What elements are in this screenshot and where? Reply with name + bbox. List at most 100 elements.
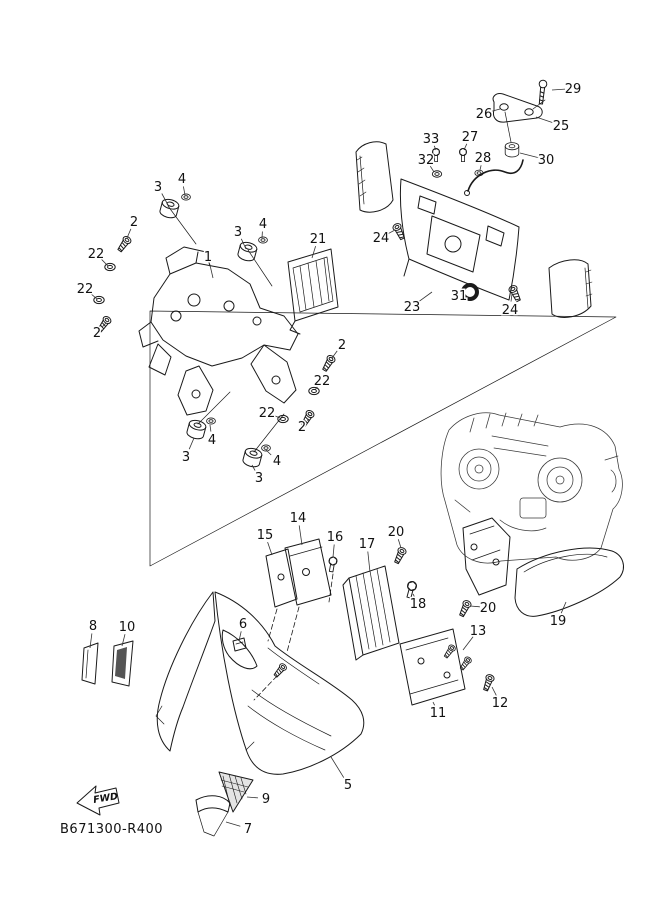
- callout-3: 3: [255, 471, 263, 486]
- leader-line: [90, 293, 98, 300]
- callout-24: 24: [502, 303, 519, 318]
- callout-7: 7: [244, 822, 252, 837]
- callout-22: 22: [77, 282, 94, 297]
- alignment-dashes: [267, 573, 334, 653]
- callout-18: 18: [410, 597, 427, 612]
- winglet-panel-part19: [514, 547, 624, 617]
- callout-25: 25: [553, 119, 570, 134]
- leader-line: [89, 633, 93, 649]
- leader-line: [418, 291, 433, 303]
- leader-line: [102, 322, 107, 327]
- assembly-axis-lines: [167, 205, 285, 453]
- diagram-code: B671300-R400: [60, 822, 164, 837]
- screw-part20: [392, 545, 408, 566]
- callout-20: 20: [388, 525, 405, 540]
- leader-line: [433, 145, 437, 151]
- leader-line: [432, 701, 435, 706]
- callout-6: 6: [239, 617, 247, 632]
- screw-part2: [115, 234, 133, 254]
- callout-28: 28: [475, 151, 492, 166]
- callout-19: 19: [550, 614, 567, 629]
- leader-line: [429, 165, 435, 173]
- leader-line: [491, 108, 501, 112]
- callout-17: 17: [359, 537, 376, 552]
- leader-line: [251, 464, 256, 471]
- bolt-part16: [326, 555, 339, 573]
- washer-part4: [181, 193, 191, 201]
- screw-part2: [320, 353, 337, 373]
- clip-dash-line: [253, 675, 278, 701]
- callout-20: 20: [480, 601, 497, 616]
- callout-5: 5: [344, 778, 352, 793]
- callout-3: 3: [234, 225, 242, 240]
- callout-32: 32: [418, 153, 435, 168]
- leader-line: [367, 551, 371, 573]
- callout-22: 22: [314, 374, 331, 389]
- leader-line: [314, 386, 318, 391]
- leader-line: [265, 449, 272, 456]
- clip-part6: [232, 637, 247, 652]
- leader-line: [463, 143, 468, 151]
- callout-29: 29: [565, 82, 582, 97]
- frame-outline: [149, 310, 617, 567]
- leader-line: [412, 593, 415, 597]
- front-cowl: [155, 591, 365, 775]
- breather-hose: [464, 159, 524, 196]
- callout-8: 8: [89, 619, 97, 634]
- damper-part30: [504, 142, 520, 158]
- leader-line: [462, 636, 474, 651]
- screw-cowl: [272, 661, 289, 679]
- leader-line: [311, 245, 316, 259]
- leader-line: [240, 238, 247, 250]
- leader-line: [161, 193, 169, 206]
- leader-line: [307, 418, 310, 421]
- leader-line: [387, 229, 396, 235]
- reflector-part8: [81, 642, 99, 685]
- bracket-part10: [111, 640, 134, 687]
- leader-line: [535, 116, 554, 124]
- callout-15: 15: [257, 528, 274, 543]
- leader-line: [469, 605, 481, 608]
- callout-16: 16: [327, 530, 344, 545]
- washer-part22: [277, 414, 289, 424]
- callout-12: 12: [492, 696, 509, 711]
- leader-line: [246, 796, 259, 799]
- fwd-label: FWD: [92, 791, 118, 806]
- bushing-part3: [158, 197, 181, 220]
- leader-line: [330, 756, 345, 778]
- callout-31: 31: [451, 289, 468, 304]
- callout-26: 26: [476, 107, 493, 122]
- screw-part24: [391, 221, 407, 242]
- callout-14: 14: [290, 511, 307, 526]
- meter-stay-part25: [492, 93, 546, 143]
- callout-22: 22: [88, 247, 105, 262]
- stay-bracket-part1: [138, 246, 299, 416]
- bushing-part3: [185, 418, 208, 441]
- callout-27: 27: [462, 130, 479, 145]
- callout-3: 3: [182, 450, 190, 465]
- leader-line: [267, 541, 273, 556]
- leader-line: [183, 186, 186, 196]
- leader-line: [397, 539, 402, 549]
- grille-part21: [287, 248, 339, 335]
- callout-13: 13: [470, 624, 487, 639]
- leader-line: [491, 686, 497, 696]
- leader-line: [332, 544, 335, 558]
- panel-part11: [399, 628, 466, 706]
- callout-2: 2: [93, 326, 101, 341]
- leader-lines: [89, 88, 567, 827]
- trim-part7: [195, 795, 231, 837]
- callout-22: 22: [259, 406, 276, 421]
- leader-line: [188, 437, 195, 450]
- leader-line: [479, 165, 482, 171]
- callout-2: 2: [130, 215, 138, 230]
- fasteners: [93, 142, 523, 693]
- callout-9: 9: [262, 792, 270, 807]
- leader-line: [519, 152, 539, 158]
- leader-line: [298, 525, 303, 546]
- leader-line: [551, 88, 566, 91]
- mesh-part9: [218, 771, 254, 813]
- callout-2: 2: [298, 420, 306, 435]
- callout-33: 33: [423, 132, 440, 147]
